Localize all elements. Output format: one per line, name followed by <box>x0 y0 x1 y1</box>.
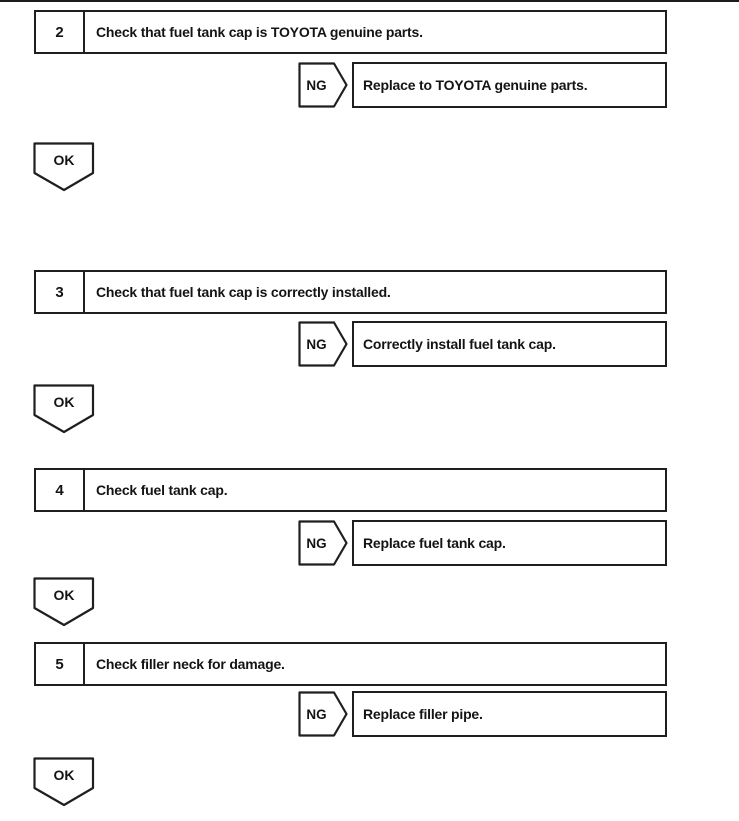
ng-action-box: Replace to TOYOTA genuine parts. <box>352 62 667 108</box>
ok-connector: OK <box>33 757 95 807</box>
step-number: 5 <box>36 644 85 684</box>
ok-label: OK <box>53 151 75 168</box>
ng-action-box: Correctly install fuel tank cap. <box>352 321 667 367</box>
step-number: 3 <box>36 272 85 312</box>
ok-pentagon-icon <box>33 384 95 434</box>
ok-label: OK <box>53 586 75 603</box>
step-box-2: 2 Check that fuel tank cap is TOYOTA gen… <box>34 10 667 54</box>
ng-pentagon-icon <box>298 321 348 367</box>
step-box-4: 4 Check fuel tank cap. <box>34 468 667 512</box>
step-instruction: Check that fuel tank cap is TOYOTA genui… <box>96 24 423 40</box>
ng-connector: NG <box>298 62 348 108</box>
ng-action-box: Replace filler pipe. <box>352 691 667 737</box>
ok-connector: OK <box>33 577 95 627</box>
step-instruction: Check fuel tank cap. <box>96 482 228 498</box>
step-instruction: Check that fuel tank cap is correctly in… <box>96 284 391 300</box>
step-number: 4 <box>36 470 85 510</box>
ok-connector: OK <box>33 142 95 192</box>
ok-label: OK <box>53 393 75 410</box>
ok-connector: OK <box>33 384 95 434</box>
ng-label: NG <box>306 535 327 551</box>
ok-label: OK <box>53 766 75 783</box>
ng-pentagon-icon <box>298 62 348 108</box>
step-box-5: 5 Check filler neck for damage. <box>34 642 667 686</box>
step-instruction: Check filler neck for damage. <box>96 656 285 672</box>
ng-connector: NG <box>298 321 348 367</box>
ng-connector: NG <box>298 520 348 566</box>
ng-connector: NG <box>298 691 348 737</box>
ng-label: NG <box>306 706 327 722</box>
ok-pentagon-icon <box>33 577 95 627</box>
ng-pentagon-icon <box>298 691 348 737</box>
ok-pentagon-icon <box>33 757 95 807</box>
step-box-3: 3 Check that fuel tank cap is correctly … <box>34 270 667 314</box>
ng-action-box: Replace fuel tank cap. <box>352 520 667 566</box>
ng-label: NG <box>306 336 327 352</box>
ok-pentagon-icon <box>33 142 95 192</box>
page-top-rule <box>0 0 739 2</box>
step-number: 2 <box>36 12 85 52</box>
ng-label: NG <box>306 77 327 93</box>
ng-pentagon-icon <box>298 520 348 566</box>
